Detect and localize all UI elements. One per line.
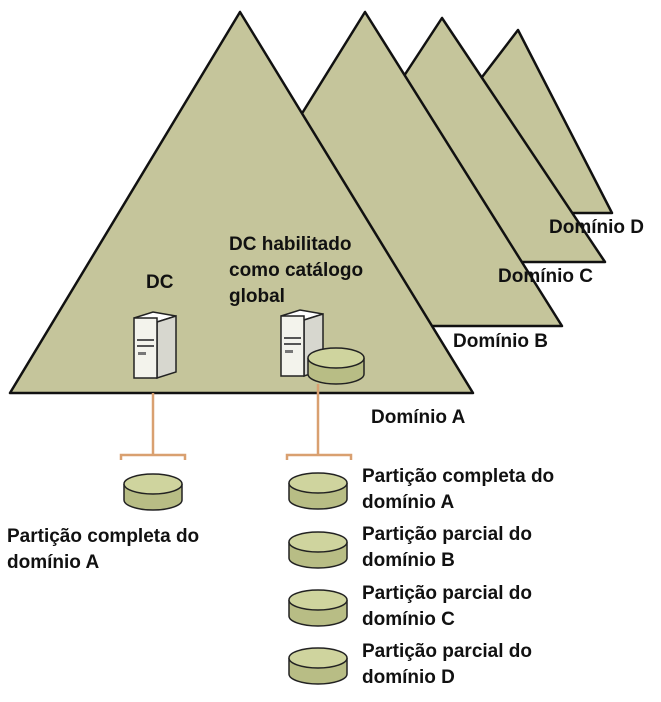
gc-partition-disk-icon (288, 472, 348, 510)
domain-c-label: Domínio C (498, 266, 593, 287)
dc-label: DC (146, 272, 174, 293)
domain-a-label: Domínio A (371, 407, 466, 428)
gc-label: DC habilitado como catálogo global (229, 234, 364, 307)
gc-partition-disk-icon (288, 531, 348, 569)
dc-partition-disk-icon (123, 473, 183, 511)
dc-partition-label: Partição completa do domínio A (7, 526, 200, 573)
gc-partition-label: Partição parcial do domínio B (362, 524, 533, 571)
gc-partition-label: Partição parcial do domínio D (362, 641, 533, 688)
gc-partition-disk-icon (288, 647, 348, 685)
gc-database-disk-icon (307, 347, 365, 385)
gc-partition-disk-icon (288, 589, 348, 627)
gc-connector (285, 384, 353, 460)
domain-a-triangle (8, 10, 475, 395)
dc-server-icon (133, 311, 177, 380)
domain-b-label: Domínio B (453, 331, 548, 352)
gc-partition-label: Partição completa do domínio A (362, 466, 555, 513)
dc-connector (119, 393, 187, 460)
domain-d-label: Domínio D (549, 217, 644, 238)
gc-partition-label: Partição parcial do domínio C (362, 583, 533, 630)
